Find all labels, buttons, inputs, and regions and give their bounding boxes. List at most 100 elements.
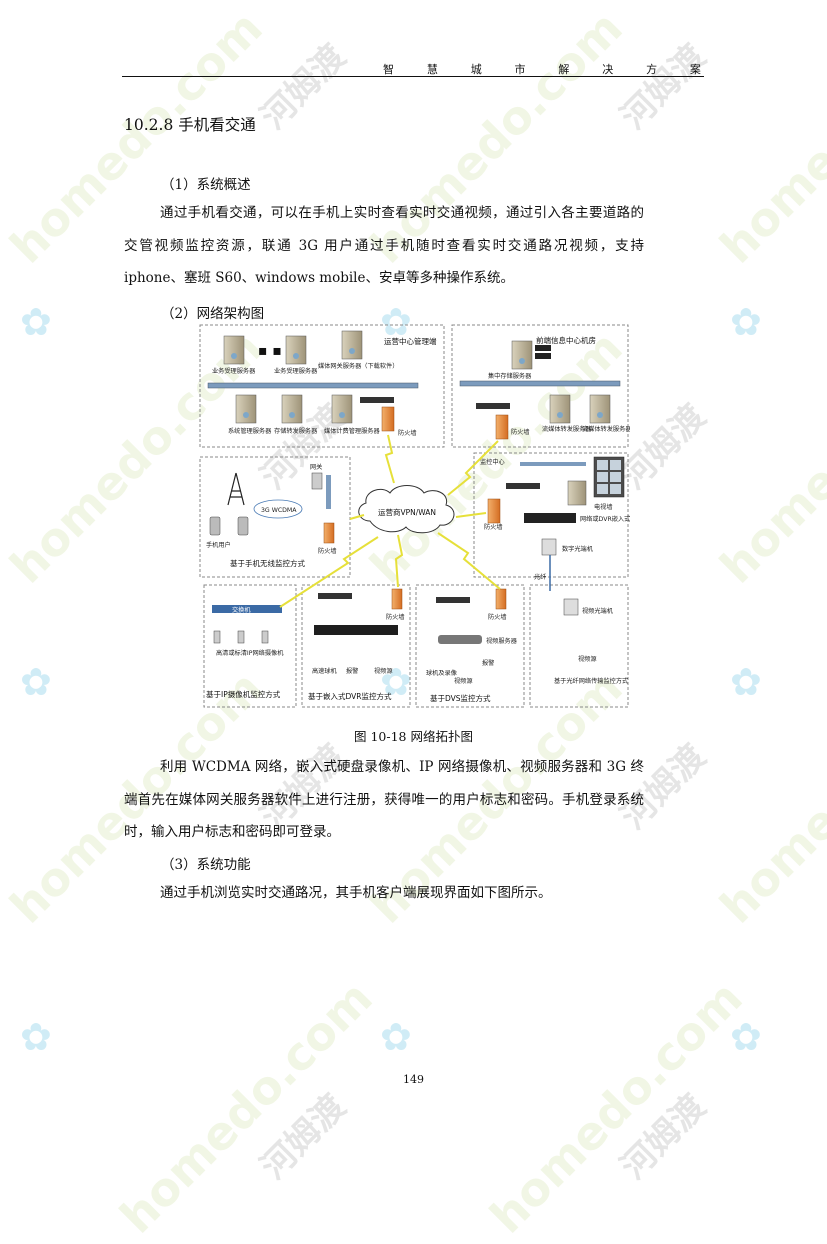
server-icon — [281, 394, 303, 424]
optical-transceiver-icon — [541, 538, 557, 556]
watermark-text: homedo.com — [709, 0, 827, 274]
header-rule — [122, 76, 704, 77]
link-label: 光纤 — [534, 573, 546, 581]
flower-icon: ✿ — [730, 660, 762, 704]
storage-icon — [535, 353, 551, 359]
switch-icon — [212, 605, 282, 613]
watermark-text: homedo.com — [479, 970, 753, 1244]
watermark-text: homedo.com — [709, 660, 827, 934]
ip-camera-icon — [213, 630, 221, 644]
watermark-text: 河姆渡 — [613, 1086, 714, 1188]
zone-label: 基于嵌入式DVR监控方式 — [308, 691, 392, 701]
dvr-host-icon — [524, 513, 576, 523]
server-icon — [511, 340, 533, 370]
video-server-icon — [438, 635, 482, 644]
device-label: 报警 — [346, 667, 358, 675]
header-char: 解 — [558, 63, 570, 76]
header-char: 慧 — [426, 63, 438, 76]
storage-icon — [535, 345, 551, 351]
device-label: 视频光端机 — [582, 607, 614, 615]
flower-icon: ✿ — [20, 1015, 52, 1059]
device-label: 视频服务器 — [486, 637, 518, 645]
server-label: 流媒体转发服务器 — [582, 425, 630, 433]
running-header: 智 慧 城 市 解 决 方 案 — [383, 61, 701, 77]
watermark-text: 河姆渡 — [253, 36, 354, 138]
server-icon — [223, 335, 245, 365]
paragraph-overview: 通过手机看交通，可以在手机上实时查看实时交通视频，通过引入各主要道路的交管视频监… — [124, 197, 644, 295]
server-icon — [567, 480, 587, 506]
zone-label: 基于手机无线监控方式 — [230, 558, 305, 568]
device-label: 手机用户 — [206, 541, 231, 549]
dvr-zone: 防火墙 高速球机 报警 视频源 基于嵌入式DVR监控方式 — [301, 584, 411, 708]
firewall-label: 防火墙 — [318, 547, 337, 555]
monitor-center-zone: 监控中心 防火墙 电视墙 网络或DVR嵌入式主机 数字光端机 — [473, 452, 630, 578]
video-wall-icon — [593, 456, 625, 498]
ops-center-zone: 运营中心管理端 业务受理服务器 ▪ ▪ ▪ 业务受理服务器 媒体网关服务器（下载… — [199, 324, 445, 448]
zone-label: 基于光纤网络传输监控方式 — [554, 677, 628, 685]
server-label: 媒体网关服务器（下载软件） — [318, 362, 398, 370]
network-bus — [520, 462, 586, 466]
zone-label: 基于IP摄像机监控方式 — [206, 689, 281, 699]
firewall-label: 防火墙 — [488, 613, 507, 621]
paragraph-registration: 利用 WCDMA 网络，嵌入式硬盘录像机、IP 网络摄像机、视频服务器和 3G … — [124, 751, 644, 849]
header-char: 决 — [602, 63, 614, 76]
network-bus — [326, 475, 331, 509]
dvs-zone: 防火墙 视频服务器 球机及录像 报警 视频源 基于DVS监控方式 — [415, 584, 525, 708]
server-label: 媒体计费管理服务器 — [324, 427, 380, 435]
zone-label: 监控中心 — [480, 458, 505, 466]
server-icon — [589, 394, 611, 424]
phone-icon — [209, 516, 221, 536]
ops-center-label: 运营中心管理端 — [384, 336, 437, 346]
firewall-label: 防火墙 — [398, 429, 417, 437]
subheading-overview: （1）系统概述 — [161, 177, 251, 193]
ipcam-zone: 交换机 高清或标清IP网络摄像机 基于IP摄像机监控方式 — [203, 584, 297, 708]
firewall-label: 防火墙 — [484, 523, 503, 531]
cloud-label: 运营商VPN/WAN — [378, 507, 436, 517]
router-icon — [476, 403, 510, 409]
firewall-icon — [323, 522, 335, 544]
device-label: 球机及录像 — [426, 669, 457, 677]
network-bus — [459, 380, 621, 387]
firewall-icon — [381, 406, 395, 432]
server-label: 系统管理服务器 — [228, 427, 272, 435]
header-char: 智 — [383, 63, 394, 76]
router-icon — [360, 397, 394, 403]
flower-icon: ✿ — [20, 300, 52, 344]
server-label: 业务受理服务器 — [212, 367, 256, 375]
flower-icon: ✿ — [730, 1015, 762, 1059]
zone-label: 基于DVS监控方式 — [430, 693, 491, 703]
watermark-text: 河姆渡 — [613, 36, 714, 138]
cell-tower-icon — [227, 472, 245, 506]
paragraph-text: 利用 WCDMA 网络，嵌入式硬盘录像机、IP 网络摄像机、视频服务器和 3G … — [124, 759, 644, 840]
firewall-icon — [391, 588, 403, 610]
watermark-text: homedo.com — [109, 970, 383, 1244]
subheading-architecture: （2）网络架构图 — [161, 306, 265, 322]
device-label: 电视墙 — [594, 503, 613, 511]
server-icon — [285, 335, 307, 365]
server-label: 业务受理服务器 — [274, 367, 318, 375]
page-number: 149 — [403, 1073, 424, 1086]
subheading-functions: （3）系统功能 — [161, 857, 251, 873]
firewall-label: 防火墙 — [511, 428, 530, 436]
server-icon — [235, 394, 257, 424]
router-icon — [436, 597, 470, 603]
device-label: 高清或标清IP网络摄像机 — [216, 649, 284, 657]
watermark-text: 河姆渡 — [253, 1086, 354, 1188]
network-label: 3G WCDMA — [261, 507, 297, 514]
firewall-icon — [495, 414, 509, 440]
firewall-label: 防火墙 — [386, 613, 405, 621]
flower-icon: ✿ — [730, 300, 762, 344]
device-label: 交换机 — [232, 606, 251, 614]
paragraph-text: 通过手机看交通，可以在手机上实时查看实时交通视频，通过引入各主要道路的交管视频监… — [124, 205, 644, 286]
dvr-recorder-icon — [314, 625, 398, 635]
device-label: 视频源 — [578, 655, 597, 663]
firewall-icon — [487, 498, 501, 524]
router-icon — [318, 593, 352, 599]
gateway-icon — [311, 472, 323, 490]
optical-transceiver-icon — [563, 598, 579, 616]
front-center-label: 前端信息中心机房 — [536, 335, 596, 345]
firewall-icon — [495, 588, 507, 610]
section-title: 10.2.8 手机看交通 — [124, 116, 256, 134]
server-icon — [549, 394, 571, 424]
header-char: 案 — [689, 63, 701, 76]
